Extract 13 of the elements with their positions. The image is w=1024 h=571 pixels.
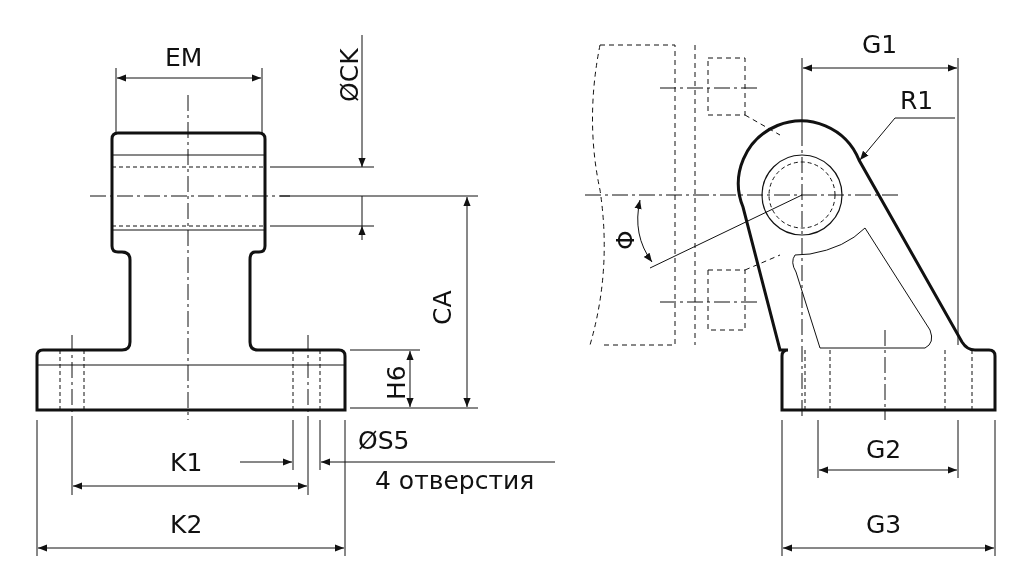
dimension-label: Φ	[613, 230, 638, 250]
dimension-label: CA	[430, 290, 455, 325]
dimension-label: ØCK	[337, 48, 362, 102]
note-text: 4 отверстия	[375, 468, 535, 493]
dimension-label: K2	[170, 512, 203, 537]
dimension-label: K1	[170, 450, 203, 475]
dimension-label: G3	[866, 512, 902, 537]
dimension-label: EM	[165, 45, 203, 70]
dimension-label: ØS5	[358, 428, 410, 453]
dimension-label: G2	[866, 437, 902, 462]
dimension-label: R1	[900, 88, 934, 113]
dimension-label: G1	[862, 32, 898, 57]
dimension-label: H6	[384, 365, 409, 400]
